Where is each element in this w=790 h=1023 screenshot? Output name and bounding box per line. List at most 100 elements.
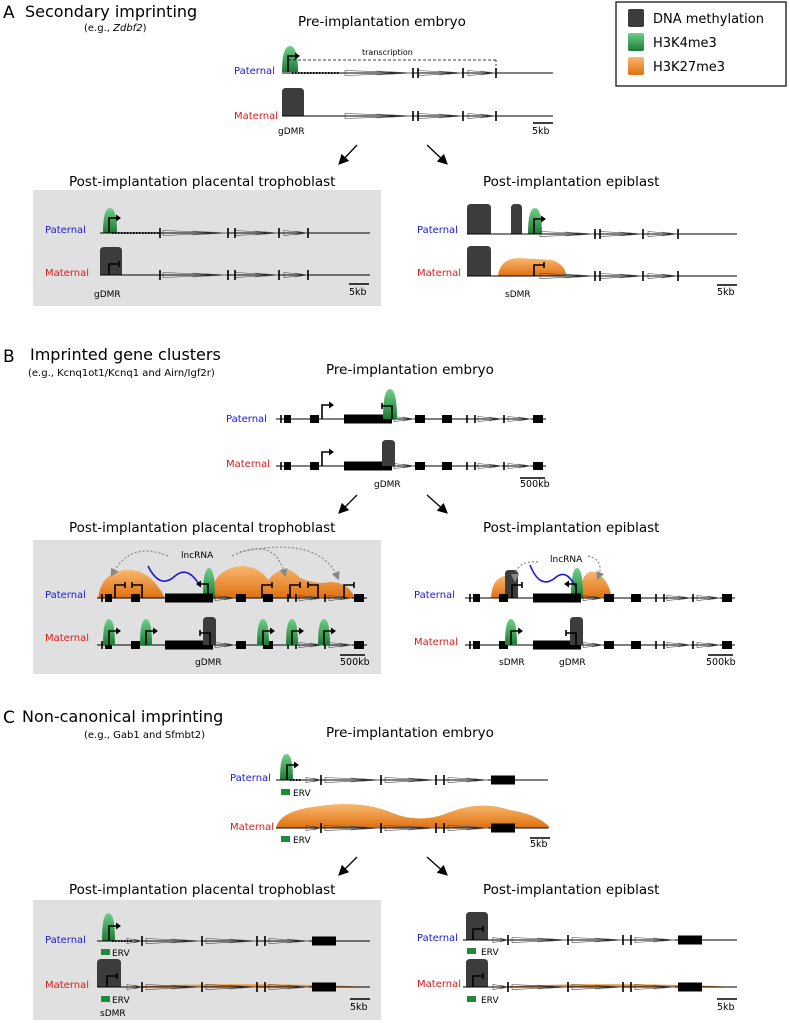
b-troph-mat-k4-1-tss [108,630,116,645]
b-pre-mat-exon-b [310,462,319,470]
legend-label-methylation: DNA methylation [653,12,764,27]
graphics-layer [97,46,737,1002]
legend-box [615,1,787,87]
section-c-pre-scale-label: 5kb [530,839,548,850]
section-a-pre-dmr-label: gDMR [278,127,305,137]
c-troph-mat-intron-3-inner [286,984,310,990]
a-pre-pat-tss [287,55,295,72]
section-b-example: (e.g., Kcnq1ot1/Kcnq1 and Airn/Igf2r) [28,368,215,379]
c-troph-pat-intron-1 [145,938,203,944]
section-b-epi-dmr2-label: gDMR [559,658,586,668]
legend-label-h3k27me3: H3K27me3 [653,60,725,75]
b-troph-mat-k4-1-tss-head [116,627,121,635]
b-pre-mat-exon-c [415,462,425,470]
b-troph-cis-arrow-2 [231,548,288,578]
c-epi-mat-intron-1 [511,984,569,990]
section-c-epi-erv-label-pat: ERV [481,948,499,958]
b-pre-pat-intron-1 [477,416,503,422]
c-troph-mat-methylation [97,959,121,987]
b-pre-pat-intron-2-inner [518,416,532,422]
a-arrow-left [338,144,358,165]
c-troph-mat-intron-2 [205,984,258,990]
b-pre-pat-h3k4me3 [383,389,397,419]
section-c-title: Non-canonical imprinting [22,707,223,726]
b-epi-pat-exon-d [631,594,641,602]
b-pre-mat-methylation [382,440,395,466]
c-pre-pat-erv [281,789,290,795]
a-epi-pat-tss-head [541,215,546,223]
b-troph-pat-intron-3-inner [223,595,236,601]
section-b-epi-dmr1-label: sDMR [499,658,525,668]
section-c-pre-erv-label-pat: ERV [293,789,311,799]
legend-swatch-methylation [628,9,644,27]
a-pre-pat-tss-head [295,52,300,60]
a-pre-mat-methylation [282,88,304,116]
b-epi-pat-exon-b [499,594,508,602]
section-b-pre-paternal-label: Paternal [226,414,267,425]
section-a-example-gene: Zdbf2 [112,23,142,34]
b-troph-mat-k4-5-tss-head [331,627,336,635]
c-epi-pat-intron-0 [492,937,509,943]
b-epi-pat-tss-1 [511,584,522,598]
b-troph-mat-intron-3-inner [223,642,236,648]
c-epi-pat-intron-3-inner [652,937,676,943]
b-troph-mat-exon-b [131,641,140,649]
c-pre-pat-tss [286,764,294,780]
b-epi-mat-intron-2-inner [707,642,721,648]
section-b-epi-paternal-label: Paternal [414,590,455,601]
section-c-epi-title: Post-implantation epiblast [483,882,659,898]
a-troph-pat-intron-2 [283,230,309,236]
c-pre-mat-h3k27me3 [276,804,550,828]
section-c-letter: C [3,708,15,728]
section-a-title: Secondary imprinting [25,2,197,21]
section-b: B Imprinted gene clusters (e.g., Kcnq1ot… [3,345,736,674]
b-troph-mat-exon-e [354,641,364,649]
a-epi-mat-methylation [467,246,491,276]
a-epi-mat-intron-0 [539,273,596,279]
b-epi-pat-tss-lnc-head [564,580,569,588]
section-b-epi-maternal-label: Maternal [414,637,458,648]
c-troph-mat-erv [101,996,110,1002]
c-pre-pat-intron-1 [324,777,382,783]
section-a-troph-maternal-label: Maternal [45,268,89,279]
c-pre-pat-intron-3 [447,777,489,783]
b-pre-pat-exon-long [344,414,392,424]
section-a-epi-paternal-label: Paternal [417,225,458,236]
section-a: A Secondary imprinting (e.g., Zdbf2) Pre… [3,2,735,306]
section-c-pre-title: Pre-implantation embryo [326,725,494,741]
b-pre-pat-intron-3-inner [402,416,415,422]
b-epi-mat-exon-b [499,641,508,649]
b-troph-pat-tss-3 [261,584,272,598]
a-pre-mat-intron-2 [467,113,497,119]
b-troph-cis-arrow-1 [110,550,169,578]
a-pre-pat-intron-2 [467,70,497,76]
b-pre-mat-exon-long [344,461,392,471]
section-b-letter: B [3,347,15,367]
c-pre-mat-intron-0 [305,825,322,831]
section-a-troph-dmr-label: gDMR [94,290,121,300]
b-troph-pat-tss-lnc [201,583,209,598]
b-epi-pat-tss-lnc [569,583,577,598]
section-b-troph-scale-label: 500kb [340,657,370,668]
b-epi-pat-h3k27me3-2 [578,571,612,598]
b-troph-pat-tss-1 [114,584,125,598]
b-troph-pat-intron-2 [328,595,353,601]
a-arrow-right [426,144,448,165]
b-epi-mat-intron-3-inner [591,642,604,648]
legend-swatch-h3k27me3 [628,57,644,75]
b-pre-pat-exon-e [533,415,543,423]
a-troph-pat-intron-0 [162,230,229,236]
b-epi-mat-tss-blocked [566,632,577,645]
b-troph-mat-exon-c [236,641,246,649]
b-pre-mat-exon-a [284,462,291,470]
section-a-troph-panel [33,190,381,306]
c-troph-mat-intron-1 [145,984,203,990]
section-c-troph-panel [33,900,381,1020]
a-pre-pat-h3k4me3 [282,46,298,72]
section-c-pre-erv-label-mat: ERV [293,836,311,846]
c-troph-pat-intron-2 [205,938,258,944]
b-epi-cis-arrow-1 [510,561,539,583]
a-epi-pat-intron-2 [647,231,679,237]
b-troph-mat-k4-2-tss-head [153,627,158,635]
